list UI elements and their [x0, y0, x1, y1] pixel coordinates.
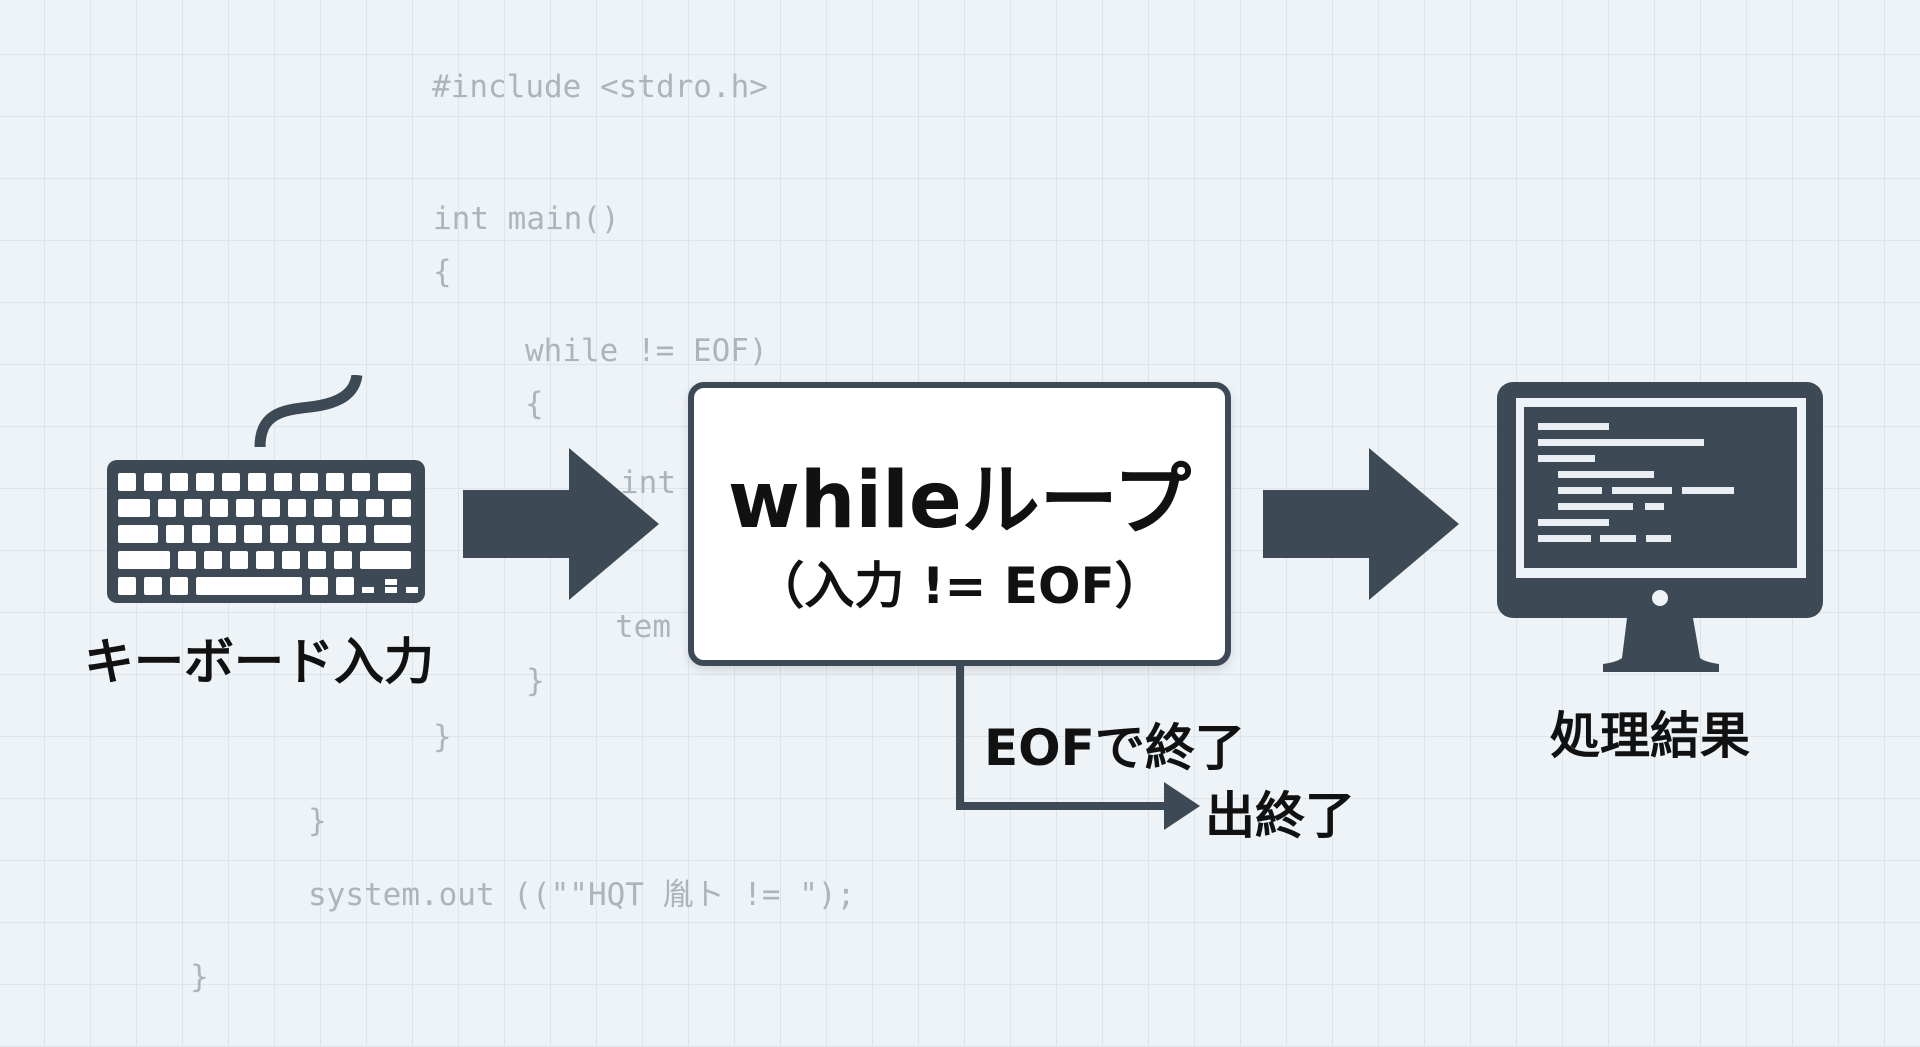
input-label: キーボード入力 — [84, 633, 434, 691]
keyboard-key — [118, 525, 158, 543]
code-line: int main() — [433, 201, 620, 237]
keyboard-key — [296, 525, 314, 543]
keyboard-key — [222, 473, 240, 491]
keyboard-key — [192, 525, 210, 543]
code-line: int — [620, 465, 676, 501]
keyboard-key — [118, 577, 136, 595]
keyboard-key — [274, 473, 292, 491]
keyboard-key — [374, 525, 411, 543]
keyboard-key — [248, 473, 266, 491]
output-label: 処理結果 — [1550, 707, 1750, 765]
keyboard-key — [326, 473, 344, 491]
keyboard-key — [308, 551, 326, 569]
loop-title: whileループ — [727, 456, 1192, 546]
code-line: { — [433, 254, 452, 290]
keyboard-key — [262, 499, 280, 517]
keyboard-key — [310, 577, 328, 595]
code-line: } — [190, 959, 209, 995]
keyboard-key — [184, 499, 202, 517]
keyboard-key — [334, 551, 352, 569]
keyboard-key — [385, 579, 397, 585]
keyboard-key — [366, 499, 384, 517]
arrow-right-icon — [1263, 448, 1459, 600]
while-loop-box: whileループ （入力 != EOF） — [688, 382, 1231, 666]
keyboard-key — [314, 499, 332, 517]
keyboard-key — [288, 499, 306, 517]
keyboard-key — [270, 525, 288, 543]
keyboard-key — [144, 473, 162, 491]
code-line: } — [433, 719, 452, 755]
keyboard-key — [392, 499, 411, 517]
keyboard-key — [236, 499, 254, 517]
keyboard-key — [340, 499, 358, 517]
keyboard-key — [336, 577, 354, 595]
keyboard-key — [362, 587, 374, 593]
keyboard-key — [352, 473, 370, 491]
keyboard-key — [282, 551, 300, 569]
code-line: { — [525, 386, 544, 422]
keyboard-key — [360, 551, 411, 569]
keyboard-key — [178, 551, 196, 569]
keyboard-key — [118, 473, 136, 491]
keyboard-key — [196, 473, 214, 491]
keyboard-key — [256, 551, 274, 569]
keyboard-key — [196, 577, 302, 595]
keyboard-key — [218, 525, 236, 543]
code-line: } — [308, 803, 327, 839]
keyboard-icon — [107, 375, 425, 603]
keyboard-key — [118, 551, 170, 569]
keyboard-key — [204, 551, 222, 569]
code-line: #include <stdro.h> — [432, 69, 768, 105]
keyboard-key — [322, 525, 340, 543]
keyboard-key — [166, 525, 184, 543]
keyboard-key — [300, 473, 318, 491]
keyboard-key — [230, 551, 248, 569]
keyboard-key — [378, 473, 411, 491]
keyboard-key — [406, 587, 418, 593]
keyboard-key — [158, 499, 176, 517]
code-line: } — [526, 663, 545, 699]
keyboard-key — [210, 499, 228, 517]
monitor-icon — [1497, 382, 1823, 672]
exit-condition-label: EOFで終了 — [984, 719, 1245, 777]
code-line: tem — [615, 609, 671, 645]
keyboard-key — [385, 587, 397, 593]
exit-connector-arrow — [956, 666, 1200, 830]
keyboard-key — [118, 499, 150, 517]
keyboard-key — [244, 525, 262, 543]
keyboard-key — [348, 525, 366, 543]
loop-condition: （入力 != EOF） — [754, 557, 1165, 615]
arrow-right-icon — [463, 448, 659, 600]
exit-target-label: 出終了 — [1205, 787, 1355, 845]
code-line: system.out ((""HQT 胤ト != "); — [308, 877, 856, 913]
code-line: while != EOF) — [525, 333, 768, 369]
keyboard-key — [170, 473, 188, 491]
keyboard-key — [170, 577, 188, 595]
keyboard-key — [144, 577, 162, 595]
